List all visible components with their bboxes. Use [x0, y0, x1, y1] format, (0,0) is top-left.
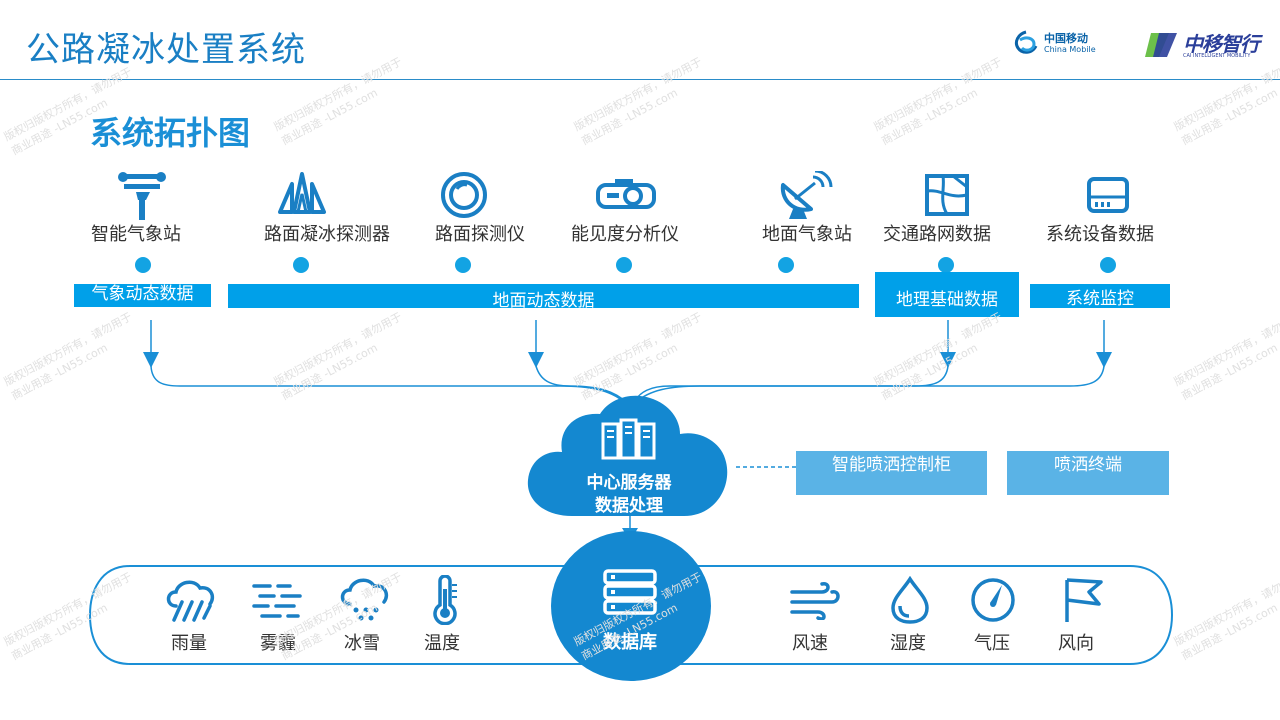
device-label: 智能气象站 — [91, 224, 181, 245]
data-bar-ground: 地面动态数据 — [228, 284, 859, 311]
device-label: 能见度分析仪 — [571, 224, 679, 245]
metric-label: 雾霾 — [260, 633, 296, 654]
cloud-line2: 数据处理 — [595, 496, 663, 516]
server-rack-icon — [601, 418, 656, 460]
metric-label: 冰雪 — [344, 633, 380, 654]
data-bar-monitor: 系统监控 — [1030, 284, 1170, 309]
ice-detector-icon — [272, 172, 332, 218]
cai-en: CAI INTELLIGENT MOBILITY — [1183, 53, 1251, 59]
weather-station-icon — [112, 172, 172, 220]
metric-label: 气压 — [974, 633, 1010, 654]
page-title: 公路凝冰处置系统 — [26, 30, 306, 70]
connector-dot — [1100, 257, 1116, 273]
gauge-icon — [963, 575, 1023, 625]
metric-label: 风向 — [1058, 633, 1094, 654]
visibility-analyzer-icon — [594, 172, 658, 218]
rain-icon — [161, 575, 221, 625]
device-label: 系统设备数据 — [1046, 224, 1154, 245]
database-label: 数据库 — [603, 632, 657, 653]
snow-icon — [336, 575, 396, 625]
cloud-shape — [527, 395, 728, 516]
satellite-dish-icon — [775, 171, 835, 219]
wind-icon — [785, 575, 845, 625]
thermometer-icon — [415, 575, 475, 625]
database-icon — [603, 569, 657, 615]
connector-dot — [938, 257, 954, 273]
device-label: 路面探测仪 — [435, 224, 525, 245]
metric-label: 湿度 — [890, 633, 926, 654]
connector-dot — [293, 257, 309, 273]
flag-icon — [1053, 575, 1113, 625]
fog-icon — [247, 575, 307, 625]
connector-dot — [778, 257, 794, 273]
connector-dot — [135, 257, 151, 273]
metric-label: 温度 — [424, 633, 460, 654]
connector-dot — [616, 257, 632, 273]
metric-label: 风速 — [792, 633, 828, 654]
section-title: 系统拓扑图 — [90, 114, 251, 152]
cloud-line1: 中心服务器 — [586, 473, 672, 493]
spray-control-cabinet: 智能喷洒控制柜 — [796, 451, 987, 495]
spray-terminal: 喷洒终端 — [1007, 451, 1169, 495]
connector-dot — [455, 257, 471, 273]
server-drive-icon — [1078, 172, 1138, 218]
data-bar-weather: 气象动态数据 — [74, 284, 211, 307]
metric-label: 雨量 — [171, 633, 207, 654]
china-mobile-logo-icon — [1014, 30, 1038, 54]
database-circle — [551, 531, 711, 681]
cai-logo-icon — [1145, 33, 1177, 57]
device-label: 交通路网数据 — [883, 224, 991, 245]
header-divider — [0, 79, 1280, 80]
device-label: 路面凝冰探测器 — [264, 224, 390, 245]
china-mobile-en: China Mobile — [1044, 45, 1096, 54]
road-map-icon — [917, 172, 977, 218]
china-mobile-logo: 中国移动 China Mobile — [1012, 28, 1102, 62]
data-bar-geo: 地理基础数据 — [875, 272, 1019, 317]
cai-cn: 中移智行 — [1183, 32, 1260, 56]
cai-logo: 中移智行 CAI INTELLIGENT MOBILITY — [1143, 27, 1267, 63]
road-probe-icon — [434, 172, 494, 218]
droplet-icon — [880, 575, 940, 625]
device-label: 地面气象站 — [762, 224, 852, 245]
china-mobile-cn: 中国移动 — [1044, 32, 1088, 45]
